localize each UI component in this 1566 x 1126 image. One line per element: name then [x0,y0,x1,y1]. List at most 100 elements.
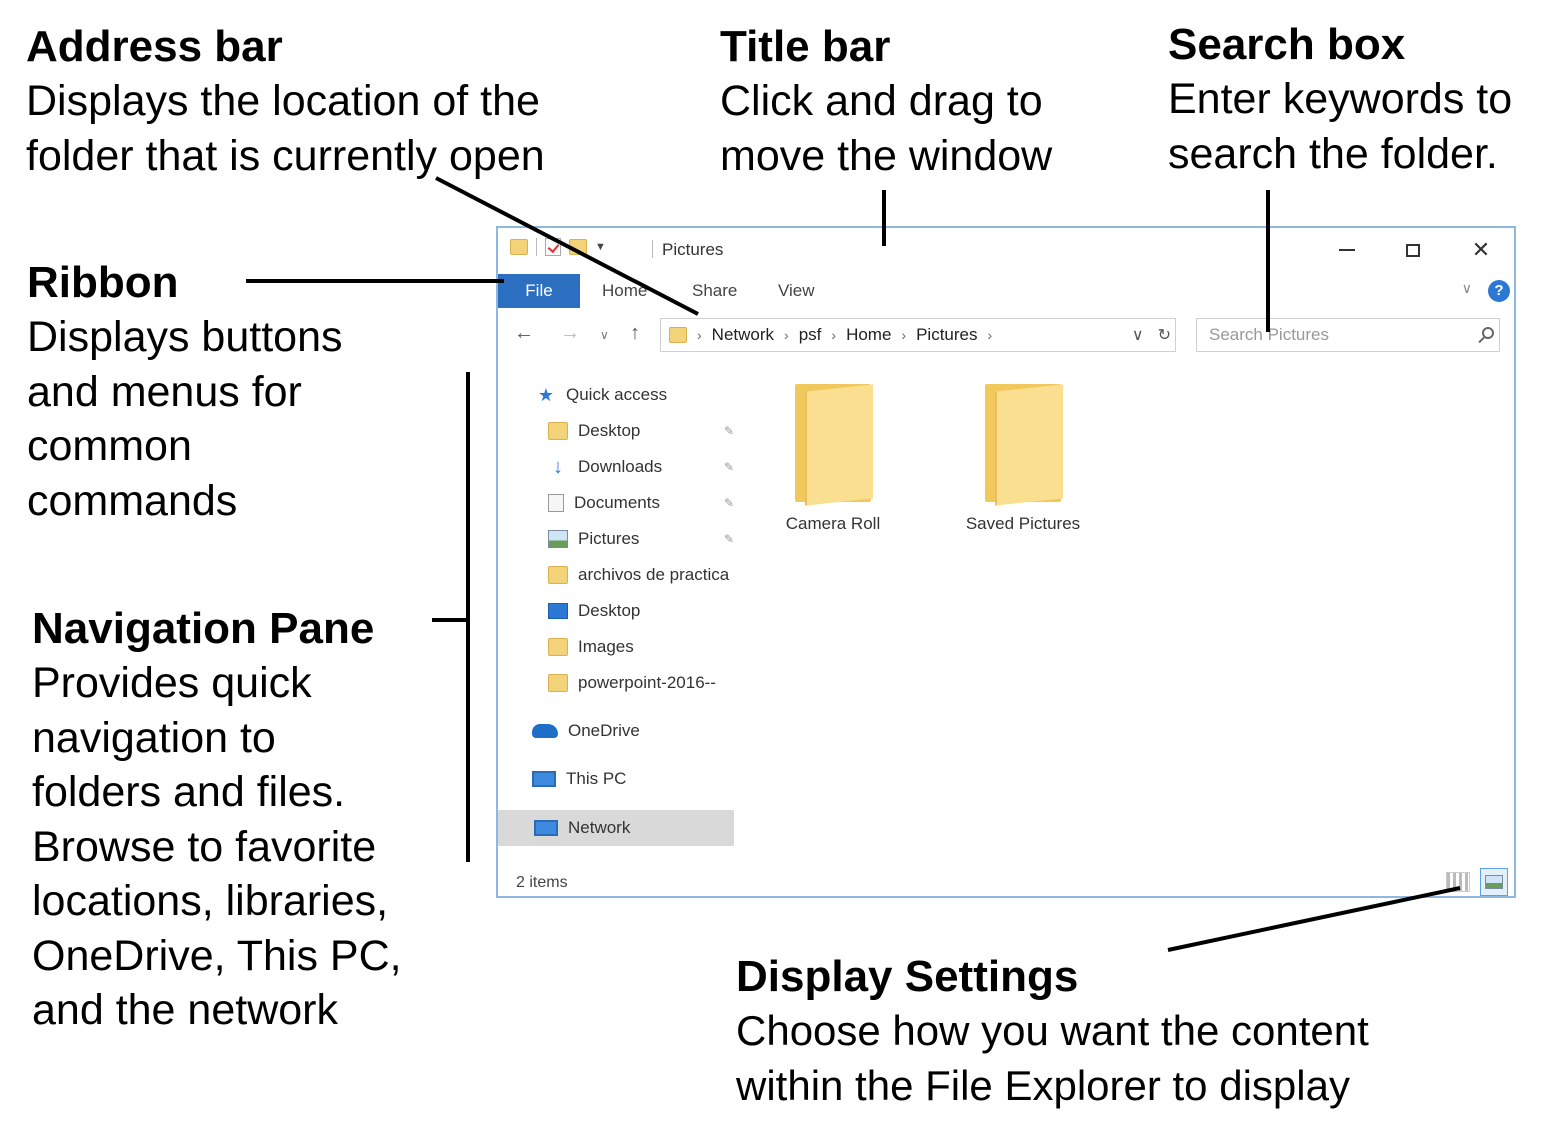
callout-title: Ribbon [27,258,179,307]
nav-item-label: Documents [574,493,660,512]
breadcrumb-network[interactable]: Network [711,325,775,344]
close-button[interactable]: ✕ [1456,232,1506,268]
close-icon: ✕ [1471,237,1491,262]
callout-title: Search box [1168,20,1406,69]
title-bar[interactable]: ▼ Pictures ✕ [498,228,1514,272]
address-dropdown-icon[interactable]: ∨ [1131,327,1144,344]
callout-title: Address bar [26,22,283,71]
pin-icon[interactable]: ✎ [724,424,735,438]
folder-name: Saved Pictures [965,514,1081,533]
desktop-icon [548,603,568,619]
folder-item-saved-pictures[interactable]: Saved Pictures [948,384,1098,534]
refresh-icon[interactable]: ↻ [1157,327,1171,344]
display-settings [1446,868,1508,896]
status-bar: 2 items [498,868,1514,896]
pictures-icon [548,530,568,548]
computer-icon [532,771,556,787]
callout-title: Display Settings [736,952,1079,1001]
details-view-icon[interactable] [1446,872,1470,892]
window-title: Pictures [662,240,724,259]
back-arrow-icon[interactable]: ← [514,322,534,344]
folder-icon [548,638,568,656]
pin-icon[interactable]: ✎ [724,496,735,510]
tab-view[interactable]: View [778,281,815,300]
tab-file[interactable]: File [498,274,580,308]
recent-locations-dropdown-icon[interactable]: ∨ [600,328,609,342]
nav-item-documents[interactable]: Documents ✎ [548,488,734,518]
minimize-button[interactable] [1322,232,1372,268]
pin-icon[interactable]: ✎ [724,532,735,546]
help-icon[interactable]: ? [1488,280,1510,302]
callout-description: Displays buttons and menus for common co… [27,313,343,525]
pin-icon[interactable]: ✎ [724,460,735,474]
ribbon: File Home Share View ∨ ? [498,272,1514,308]
nav-item-label: This PC [566,769,627,788]
large-icons-view-icon[interactable] [1480,868,1508,896]
document-icon [548,494,564,512]
breadcrumb-psf[interactable]: psf [798,325,822,344]
callout-description: Provides quick navigation to folders and… [32,659,402,1034]
tab-home[interactable]: Home [602,281,648,300]
download-icon: ↓ [553,455,563,478]
up-arrow-icon[interactable]: ↑ [630,322,640,344]
callout-description: Enter keywords to search the folder. [1168,75,1513,178]
search-input[interactable]: Search Pictures [1196,318,1500,352]
folder-name: Camera Roll [785,514,881,533]
folder-icon [510,239,528,255]
nav-item-label: Downloads [578,457,663,476]
nav-onedrive[interactable]: OneDrive [532,716,640,746]
onedrive-cloud-icon [532,724,558,738]
callout-display-settings: Display Settings Choose how you want the… [736,950,1369,1113]
address-bar[interactable]: › Network › psf › Home › Pictures › ∨ ↻ [660,318,1176,352]
nav-item-powerpoint[interactable]: powerpoint-2016-- [548,668,734,698]
star-icon: ★ [537,384,555,405]
nav-item-archivos-de-practica[interactable]: archivos de practica [548,560,734,590]
nav-item-images[interactable]: Images [548,632,634,662]
expand-ribbon-icon[interactable]: ∨ [1461,280,1472,296]
search-icon[interactable] [1482,327,1494,339]
callout-title: Title bar [720,22,891,71]
customize-toolbar-dropdown-icon[interactable]: ▼ [595,241,606,253]
callout-title-bar: Title bar Click and drag to move the win… [720,20,1052,183]
nav-quick-access[interactable]: ★ Quick access [536,380,667,410]
breadcrumb-separator[interactable]: › [831,327,837,343]
callout-navigation-pane: Navigation Pane Provides quick navigatio… [32,602,402,1038]
tab-share[interactable]: Share [692,281,738,300]
breadcrumb-separator[interactable]: › [987,327,993,343]
nav-item-desktop[interactable]: Desktop ✎ [548,416,734,446]
nav-network[interactable]: Network [498,810,734,846]
callout-title: Navigation Pane [32,604,375,653]
folder-icon [985,384,1063,506]
callout-description: Click and drag to move the window [720,77,1053,180]
properties-icon[interactable] [545,238,561,256]
nav-item-label: powerpoint-2016-- [578,673,716,692]
minimize-icon [1339,249,1355,251]
divider [652,240,653,258]
nav-item-pictures[interactable]: Pictures ✎ [548,524,734,554]
breadcrumb-separator[interactable]: › [784,327,789,343]
network-icon [534,820,558,836]
new-folder-icon[interactable] [569,239,587,255]
maximize-button[interactable] [1388,232,1438,268]
folder-item-camera-roll[interactable]: Camera Roll [758,384,908,534]
navigation-pane: ★ Quick access Desktop ✎ ↓ Downloads ✎ D… [498,364,734,854]
folder-icon [548,674,568,692]
nav-item-label: Network [568,818,631,837]
address-bar-controls: ∨ ↻ [1132,325,1171,345]
breadcrumb-pictures[interactable]: Pictures [916,325,978,344]
breadcrumb-separator[interactable]: › [901,327,907,343]
navigation-bar: ← → ∨ ↑ › Network › psf › Home › Picture… [498,318,1514,356]
divider [536,238,537,256]
breadcrumb-separator[interactable]: › [697,327,702,343]
nav-item-desktop-2[interactable]: Desktop [548,596,640,626]
maximize-icon [1406,243,1420,257]
folder-icon [548,566,568,584]
forward-arrow-icon[interactable]: → [560,322,580,344]
file-explorer-window: ▼ Pictures ✕ File Home Share View ∨ ? ← … [496,226,1516,898]
breadcrumb-home[interactable]: Home [846,325,892,344]
nav-this-pc[interactable]: This PC [532,764,626,794]
callout-description: Displays the location of the folder that… [26,77,545,180]
nav-item-downloads[interactable]: ↓ Downloads ✎ [548,452,734,482]
nav-item-label: Pictures [578,529,640,548]
nav-item-label: OneDrive [568,721,640,740]
